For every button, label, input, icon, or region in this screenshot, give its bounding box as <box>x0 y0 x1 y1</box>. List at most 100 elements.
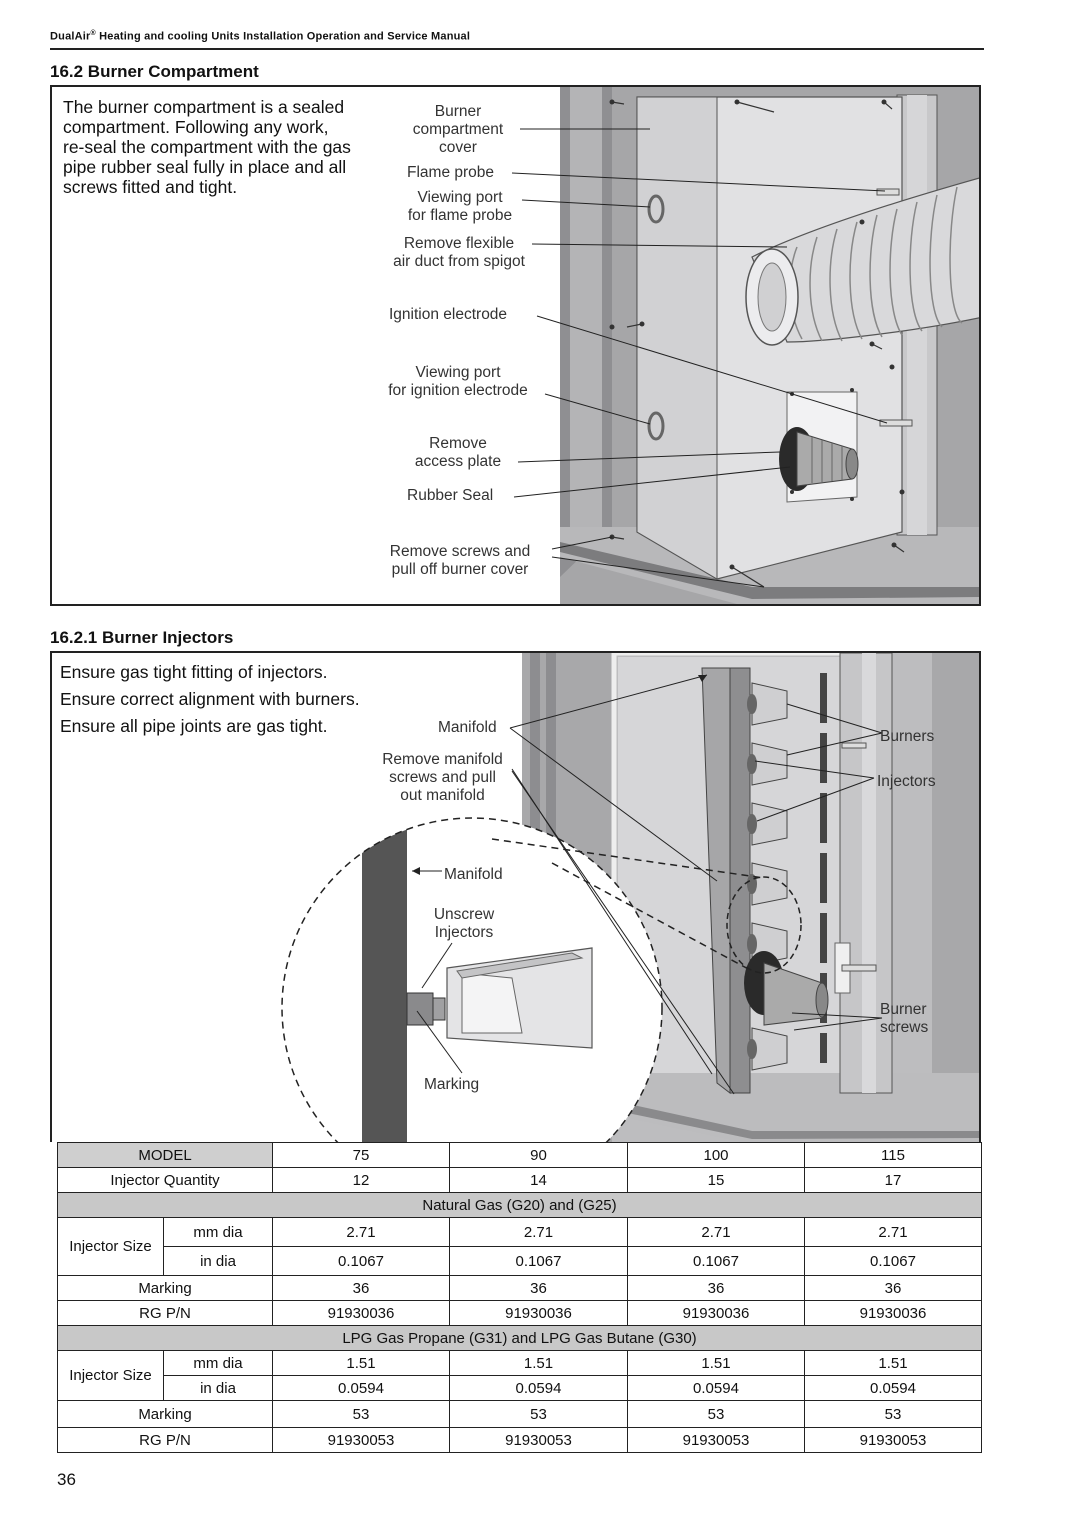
intro-line: Ensure gas tight fitting of injectors. <box>60 662 328 682</box>
ng-marking-cell: 36 <box>627 1275 805 1301</box>
table-row: RG P/N 91930036 91930036 91930036 919300… <box>57 1300 982 1326</box>
ng-pn-cell: 91930036 <box>449 1300 628 1326</box>
table-row: LPG Gas Propane (G31) and LPG Gas Butane… <box>57 1325 982 1351</box>
label-line: Burner <box>434 103 482 120</box>
label-line: for ignition electrode <box>388 382 528 399</box>
lpg-pn-cell: 91930053 <box>272 1427 450 1453</box>
marking-label: Marking <box>57 1400 273 1428</box>
section-title-burner-compartment: 16.2 Burner Compartment <box>50 62 259 81</box>
label-line: screws and pull <box>389 769 496 786</box>
label-viewing-port-ignition: Viewing port for ignition electrode <box>374 364 542 400</box>
label-burner-screws: Burner screws <box>880 1001 928 1037</box>
header-brand: DualAir <box>50 30 91 43</box>
table-row: RG P/N 91930053 91930053 91930053 919300… <box>57 1427 982 1453</box>
ng-mm-cell: 2.71 <box>804 1217 982 1247</box>
lpg-heading: LPG Gas Propane (G31) and LPG Gas Butane… <box>57 1325 982 1351</box>
label-burner-cover: Burner compartment cover <box>398 103 518 157</box>
table-row: Injector Size mm dia 2.71 2.71 2.71 2.71 <box>57 1217 982 1276</box>
intro-line: Ensure all pipe joints are gas tight. <box>60 716 328 736</box>
label-rubber-seal: Rubber Seal <box>407 487 494 504</box>
label-manifold-detail: Manifold <box>444 866 503 883</box>
qty-cell: 14 <box>449 1167 628 1193</box>
table-row: in dia 0.1067 0.1067 0.1067 0.1067 <box>58 1246 982 1276</box>
burner-compartment-intro: The burner compartment is a sealed compa… <box>63 97 351 197</box>
lpg-mm-cell: 1.51 <box>449 1350 628 1376</box>
lpg-mm-cell: 1.51 <box>627 1350 805 1376</box>
lpg-mm-cell: 1.51 <box>804 1350 982 1376</box>
label-line: screws <box>880 1019 929 1036</box>
label-line: pull off burner cover <box>391 561 529 578</box>
ng-in-cell: 0.1067 <box>449 1246 628 1276</box>
table-row: Marking 53 53 53 53 <box>57 1400 982 1428</box>
lpg-pn-cell: 91930053 <box>627 1427 805 1453</box>
label-injectors: Injectors <box>877 773 936 790</box>
lpg-marking-cell: 53 <box>449 1400 628 1428</box>
ng-mm-cell: 2.71 <box>627 1217 805 1247</box>
ng-in-cell: 0.1067 <box>804 1246 982 1276</box>
label-line: Viewing port <box>417 189 503 206</box>
lpg-in-cell: 0.0594 <box>804 1375 982 1401</box>
label-remove-screws: Remove screws and pull off burner cover <box>374 543 546 579</box>
ng-marking-cell: 36 <box>449 1275 628 1301</box>
intro-line: The burner compartment is a sealed <box>63 97 345 117</box>
label-remove-duct: Remove flexible air duct from spigot <box>374 235 544 271</box>
lpg-in-cell: 0.0594 <box>272 1375 450 1401</box>
label-burners: Burners <box>880 728 935 745</box>
model-header: MODEL <box>57 1142 273 1168</box>
label-line: cover <box>439 139 477 156</box>
injector-size-label: Injector Size <box>57 1217 164 1276</box>
in-dia-label: in dia <box>163 1246 273 1276</box>
ng-in-cell: 0.1067 <box>627 1246 805 1276</box>
label-line: for flame probe <box>407 207 513 224</box>
intro-line: screws fitted and tight. <box>63 177 238 197</box>
label-line: air duct from spigot <box>393 253 525 270</box>
table-row: Marking 36 36 36 36 <box>57 1275 982 1301</box>
qty-label: Injector Quantity <box>57 1167 273 1193</box>
label-manifold-top: Manifold <box>438 719 497 736</box>
lpg-pn-cell: 91930053 <box>449 1427 628 1453</box>
header-reg: ® <box>90 30 96 37</box>
ng-marking-cell: 36 <box>804 1275 982 1301</box>
label-line: compartment <box>412 121 504 138</box>
ng-pn-cell: 91930036 <box>627 1300 805 1326</box>
table-row: MODEL 75 90 100 115 <box>57 1142 982 1168</box>
label-line: Remove <box>429 435 487 452</box>
model-cell: 75 <box>272 1142 450 1168</box>
burner-injectors-intro: Ensure gas tight fitting of injectors. E… <box>60 659 360 740</box>
burner-injectors-panel: Ensure gas tight fitting of injectors. E… <box>50 651 981 1142</box>
injector-table: MODEL 75 90 100 115 Injector Quantity 12… <box>57 1142 982 1453</box>
label-viewing-port-flame: Viewing port for flame probe <box>390 189 530 225</box>
section-title-burner-injectors: 16.2.1 Burner Injectors <box>50 628 234 647</box>
header-rest: Heating and cooling Units Installation O… <box>95 30 471 43</box>
burner-compartment-panel: The burner compartment is a sealed compa… <box>50 85 981 606</box>
label-flame-probe: Flame probe <box>407 164 495 181</box>
burner-injectors-illustration <box>281 653 979 1142</box>
model-cell: 100 <box>627 1142 805 1168</box>
model-cell: 115 <box>804 1142 982 1168</box>
ng-marking-cell: 36 <box>272 1275 450 1301</box>
table-row: Natural Gas (G20) and (G25) <box>57 1192 982 1218</box>
label-marking: Marking <box>424 1076 480 1093</box>
label-line: Remove flexible <box>403 235 515 252</box>
table-row: in dia 0.0594 0.0594 0.0594 0.0594 <box>58 1375 982 1401</box>
label-line: Remove screws and <box>389 543 531 560</box>
lpg-marking-cell: 53 <box>804 1400 982 1428</box>
label-unscrew-injectors: Unscrew Injectors <box>424 906 504 942</box>
label-line: access plate <box>414 453 502 470</box>
qty-cell: 17 <box>804 1167 982 1193</box>
table-row: Injector Quantity 12 14 15 17 <box>57 1167 982 1193</box>
lpg-marking-cell: 53 <box>627 1400 805 1428</box>
lpg-marking-cell: 53 <box>272 1400 450 1428</box>
lpg-in-cell: 0.0594 <box>627 1375 805 1401</box>
label-line: Burner <box>880 1001 927 1018</box>
label-line: Remove manifold <box>382 751 503 768</box>
marking-label: Marking <box>57 1275 273 1301</box>
lpg-mm-cell: 1.51 <box>272 1350 450 1376</box>
mm-dia-label: mm dia <box>163 1217 273 1247</box>
label-remove-access-plate: Remove access plate <box>398 435 518 471</box>
burner-compartment-illustration <box>511 87 979 604</box>
lpg-pn-cell: 91930053 <box>804 1427 982 1453</box>
label-ignition-electrode: Ignition electrode <box>389 306 508 323</box>
ng-mm-cell: 2.71 <box>272 1217 450 1247</box>
label-line: out manifold <box>400 787 485 804</box>
